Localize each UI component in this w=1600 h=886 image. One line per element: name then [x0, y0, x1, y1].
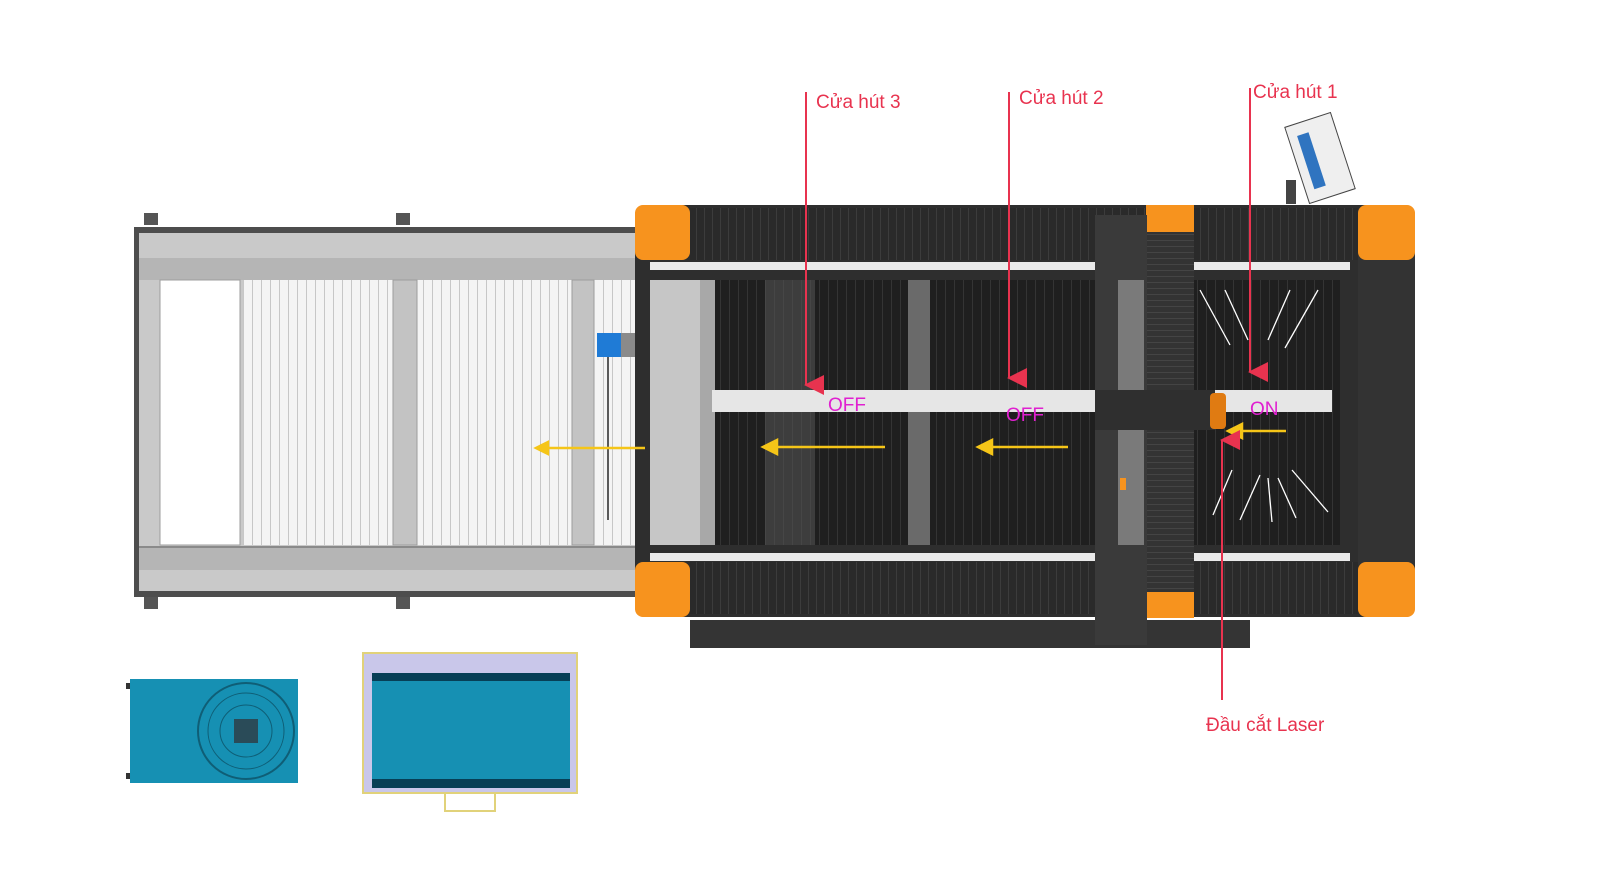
suction-door-3-label: Cửa hút 3 — [816, 92, 901, 113]
frame-corners — [635, 205, 1415, 618]
suction-door-2-label: Cửa hút 2 — [1019, 88, 1104, 109]
fan-icon — [234, 719, 258, 743]
annotation-lines — [804, 88, 1268, 700]
laser-source-cabinet — [362, 652, 578, 812]
laser-head-label: Đầu cắt Laser — [1206, 715, 1325, 736]
laser-head-icon — [1210, 393, 1226, 429]
gantry — [1095, 215, 1226, 645]
suction-flow-lines — [1199, 289, 1329, 523]
suction-door-1-label: Cửa hút 1 — [1253, 82, 1338, 103]
chiller-unit — [126, 679, 298, 783]
control-panel — [1284, 111, 1356, 205]
zone-1-state: ON — [1250, 399, 1279, 420]
motor — [597, 333, 621, 357]
exchange-table — [134, 213, 654, 609]
zone-2-state: OFF — [1006, 405, 1044, 426]
zone-3-state: OFF — [828, 395, 866, 416]
cutting-bed — [635, 205, 1415, 648]
